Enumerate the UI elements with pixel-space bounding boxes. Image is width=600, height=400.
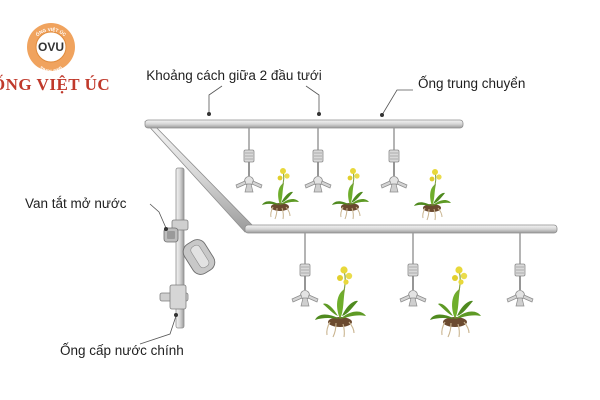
shutoff-valve-icon <box>163 227 179 243</box>
label-main-supply: Ống cấp nước chính <box>60 313 184 358</box>
sprinkler-head-icon <box>506 263 534 307</box>
transfer-pipe-label: Ống trung chuyển <box>418 76 525 91</box>
label-spacing: Khoảng cách giữa 2 đầu tưới <box>146 68 322 116</box>
lower-sprinkler-row <box>291 233 534 338</box>
filter-icon <box>182 239 216 275</box>
orchid-plant-icon <box>331 167 370 220</box>
label-valve: Van tắt mở nước <box>25 196 168 231</box>
orchid-plant-icon <box>413 168 452 221</box>
orchid-plant-icon <box>261 167 300 220</box>
sprinkler-head-icon <box>235 149 263 193</box>
logo-ring-bottom-text: SINCE 2005 <box>39 65 64 74</box>
label-transfer-pipe: Ống trung chuyển <box>380 76 525 117</box>
sprinkler-head-icon <box>380 149 408 193</box>
brand-name: ỐNG VIỆT ÚC <box>0 74 110 94</box>
orchid-plant-icon <box>429 265 482 338</box>
upper-transfer-pipe <box>144 119 464 129</box>
orchid-plant-icon <box>314 265 367 338</box>
main-supply-label: Ống cấp nước chính <box>60 343 184 358</box>
pipe-network <box>144 119 558 329</box>
sprinkler-head-icon <box>291 263 319 307</box>
diagonal-pipe <box>144 121 254 233</box>
logo-abbr: OVU <box>38 40 64 54</box>
lower-transfer-pipe <box>244 224 558 234</box>
brand-logo: ỐNG VIỆT ÚC SINCE 2005 OVU ỐNG VIỆT ÚC <box>0 23 110 94</box>
sprinkler-head-icon <box>399 263 427 307</box>
upper-sprinkler-row <box>235 128 452 221</box>
sprinkler-head-icon <box>304 149 332 193</box>
spacing-label: Khoảng cách giữa 2 đầu tưới <box>146 68 322 83</box>
valve-label: Van tắt mở nước <box>25 196 127 211</box>
